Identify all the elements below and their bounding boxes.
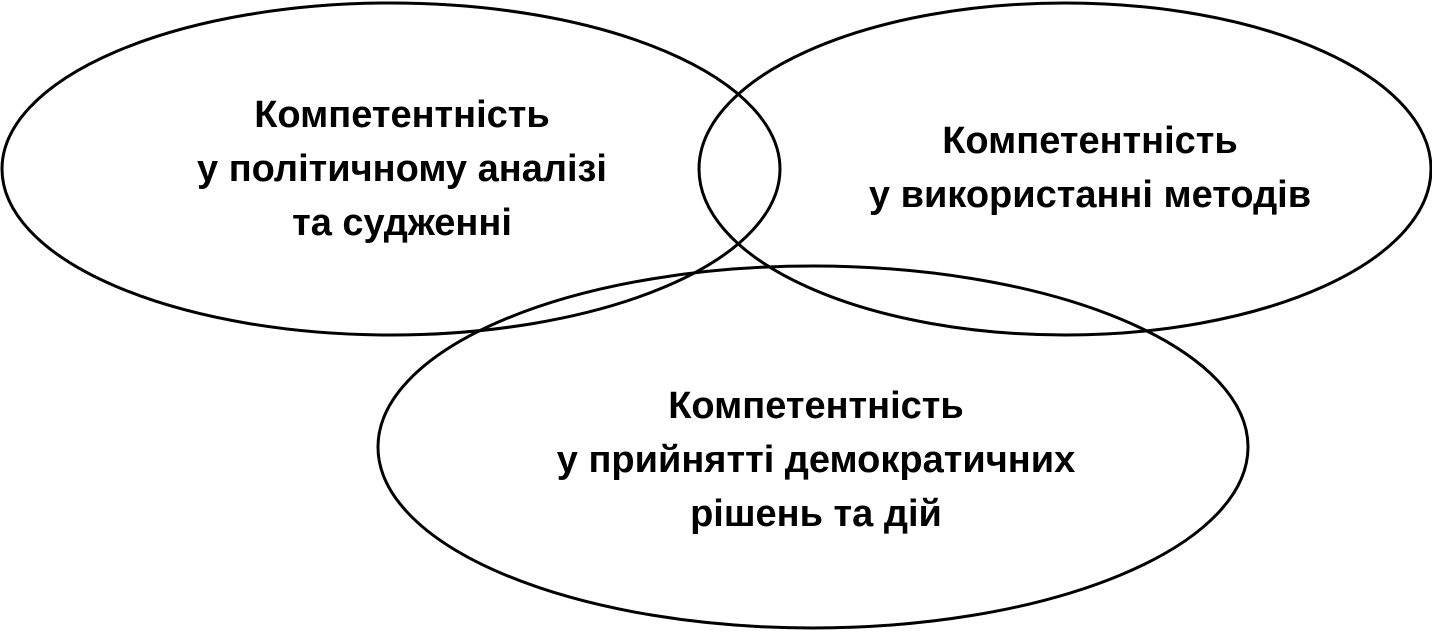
- label-line: у використанні методів: [868, 174, 1312, 216]
- label-line: Компетентність: [942, 120, 1238, 162]
- ellipse-political-analysis: [0, 1, 782, 337]
- label-political-analysis: Компетентність у політичному аналізі та …: [102, 88, 702, 250]
- label-line: та судженні: [292, 202, 512, 244]
- label-methods-use: Компетентність у використанні методів: [790, 114, 1390, 222]
- label-line: у політичному аналізі: [197, 148, 607, 190]
- label-democratic-decisions: Компетентність у прийнятті демократичних…: [416, 379, 1216, 541]
- label-line: рішень та дій: [690, 493, 942, 535]
- label-line: Компетентність: [668, 385, 964, 427]
- ellipse-democratic-decisions: [376, 264, 1250, 630]
- ellipse-methods-use: [697, 1, 1432, 337]
- label-line: у прийнятті демократичних: [556, 439, 1076, 481]
- label-line: Компетентність: [254, 94, 550, 136]
